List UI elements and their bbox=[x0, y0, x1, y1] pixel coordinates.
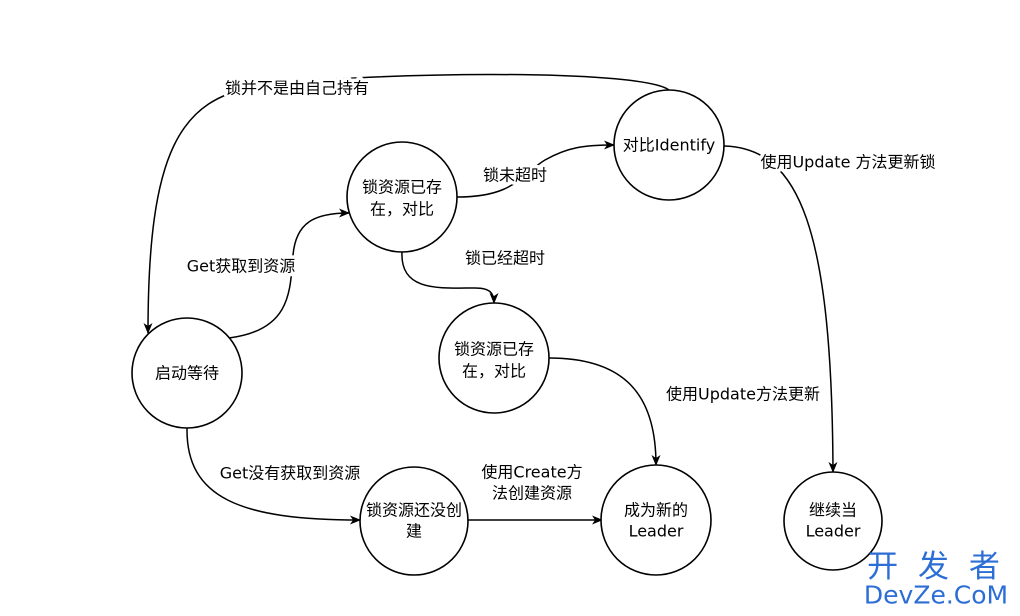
node-compare-identify: 对比Identify bbox=[613, 89, 725, 201]
edge-create-resource-label-line2: 法创建资源 bbox=[492, 484, 572, 503]
node-lock-not-created: 锁资源还没创 建 bbox=[359, 466, 469, 576]
node-remain-leader: 继续当 Leader bbox=[783, 471, 883, 571]
node-lock-exists-compare-upper-label-line2: 在，对比 bbox=[370, 200, 434, 219]
node-start-wait-label: 启动等待 bbox=[155, 364, 219, 383]
watermark-en: DevZe.CoM bbox=[864, 581, 1008, 610]
watermark-cn: 开 发 者 bbox=[867, 549, 1005, 585]
edge-lines bbox=[143, 73, 838, 525]
edge-get-not-acquired-label: Get没有获取到资源 bbox=[220, 464, 361, 483]
node-remain-leader-label-line2: Leader bbox=[806, 522, 861, 541]
edge-update-lock-label: 使用Update 方法更新锁 bbox=[760, 153, 935, 172]
node-lock-exists-compare-lower-label-line1: 锁资源已存 bbox=[454, 340, 534, 359]
node-start-wait: 启动等待 bbox=[131, 317, 243, 429]
edge-lock-expired-label: 锁已经超时 bbox=[465, 249, 545, 268]
node-compare-identify-circle bbox=[613, 89, 725, 201]
node-lock-exists-compare-lower-label-line2: 在，对比 bbox=[462, 362, 526, 381]
edge-get-not-acquired-arrow bbox=[186, 427, 361, 525]
node-lock-not-created-label-line1: 锁资源还没创 bbox=[366, 501, 462, 520]
edge-lock-not-expired-arrow bbox=[456, 140, 615, 198]
node-lock-exists-compare-lower-circle bbox=[438, 302, 550, 414]
edge-labels: 锁并不是由自己持有 Get获取到资源 锁未超时 使用Update 方法更新锁 锁… bbox=[183, 75, 939, 506]
edge-get-acquired-arrow bbox=[228, 208, 350, 339]
edge-update-lock-arrow bbox=[723, 145, 838, 473]
watermark-logo: 开 发 者 DevZe.CoM bbox=[864, 549, 1008, 610]
node-remain-leader-circle bbox=[783, 471, 883, 571]
edge-not-held-by-self-arrow bbox=[143, 73, 670, 334]
node-lock-exists-compare-upper: 锁资源已存 在，对比 bbox=[346, 141, 458, 253]
node-become-new-leader-label-line1: 成为新的 bbox=[624, 501, 688, 520]
node-remain-leader-label-line1: 继续当 bbox=[809, 501, 857, 520]
node-become-new-leader-circle bbox=[600, 464, 712, 576]
edge-update-method-label: 使用Update方法更新 bbox=[666, 385, 820, 404]
edge-create-resource-label-line1: 使用Create方 bbox=[481, 463, 582, 482]
edge-lock-expired-arrow bbox=[401, 251, 499, 304]
node-become-new-leader: 成为新的 Leader bbox=[600, 464, 712, 576]
edge-lock-not-expired-label: 锁未超时 bbox=[483, 166, 547, 185]
edge-get-acquired-label: Get获取到资源 bbox=[187, 257, 296, 276]
node-lock-not-created-label-line2: 建 bbox=[406, 522, 422, 541]
node-lock-not-created-circle bbox=[359, 466, 469, 576]
node-lock-exists-compare-lower: 锁资源已存 在，对比 bbox=[438, 302, 550, 414]
node-lock-exists-compare-upper-label-line1: 锁资源已存 bbox=[362, 178, 442, 197]
edge-update-method-arrow bbox=[548, 357, 661, 466]
edge-not-held-by-self-label: 锁并不是由自己持有 bbox=[225, 79, 369, 98]
node-start-wait-circle bbox=[131, 317, 243, 429]
node-become-new-leader-label-line2: Leader bbox=[629, 522, 684, 541]
node-compare-identify-label: 对比Identify bbox=[623, 136, 715, 155]
node-lock-exists-compare-upper-circle bbox=[346, 141, 458, 253]
